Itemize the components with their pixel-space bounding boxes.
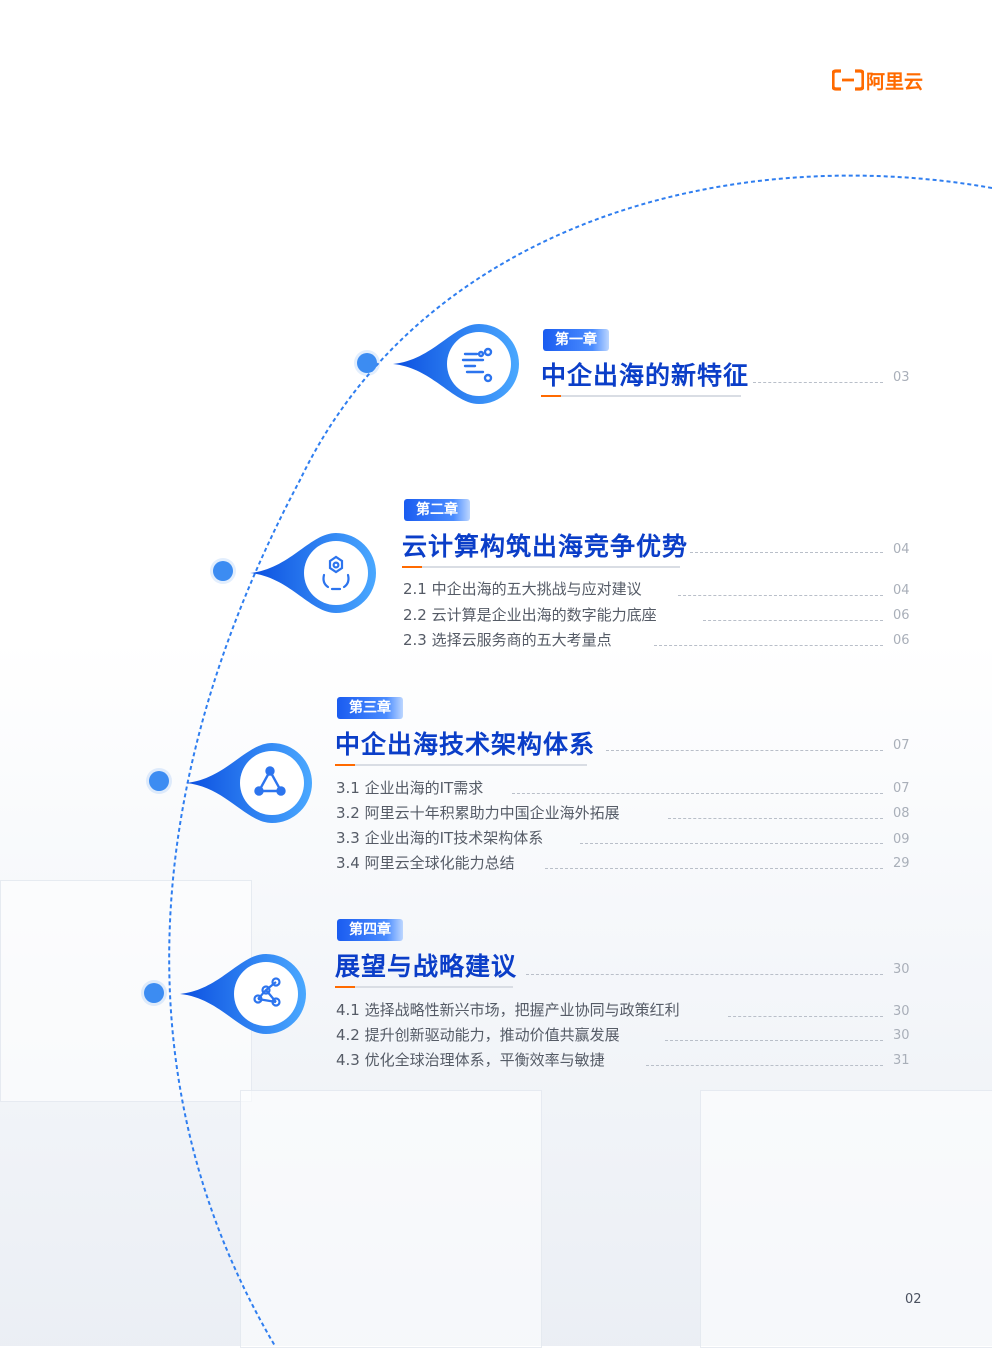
section-page: 30	[893, 1028, 910, 1043]
chapter-4-marker	[180, 954, 306, 1034]
timeline-node	[144, 983, 164, 1003]
timeline-node	[149, 771, 169, 791]
chapter-title[interactable]: 展望与战略建议	[335, 952, 518, 981]
section-item[interactable]: 4.1 选择战略性新兴市场，把握产业协同与政策红利	[336, 1001, 680, 1019]
underline-accent	[335, 986, 355, 988]
leader-dots	[690, 552, 883, 553]
section-item[interactable]: 2.2 云计算是企业出海的数字能力底座	[403, 606, 657, 624]
chapter-title-underline	[402, 566, 680, 568]
chapter-badge: 第一章	[543, 329, 609, 351]
recycle-gear-icon	[322, 555, 350, 591]
section-item[interactable]: 3.4 阿里云全球化能力总结	[336, 854, 515, 872]
section-item[interactable]: 3.2 阿里云十年积累助力中国企业海外拓展	[336, 804, 620, 822]
leader-dots	[646, 1065, 883, 1066]
timeline-node	[213, 561, 233, 581]
chapter-title[interactable]: 中企出海的新特征	[541, 361, 750, 390]
logo-text: 阿里云	[866, 70, 924, 93]
section-page: 30	[893, 1004, 910, 1019]
triangle-network-icon	[254, 766, 286, 796]
leader-dots	[703, 620, 883, 621]
chapter-page: 30	[893, 962, 910, 977]
section-page: 29	[893, 856, 910, 871]
aliyun-logo: 阿里云	[832, 66, 923, 94]
chapter-title-underline	[541, 395, 741, 397]
section-page: 06	[893, 633, 910, 648]
timeline-node	[357, 353, 377, 373]
chapter-badge: 第二章	[404, 499, 470, 521]
background-block	[700, 1090, 992, 1348]
leader-dots	[665, 1040, 883, 1041]
chapter-badge: 第三章	[337, 697, 403, 719]
chapter-title-underline	[335, 986, 513, 988]
section-page: 07	[893, 781, 910, 796]
leader-dots	[580, 843, 883, 844]
leader-dots	[526, 974, 883, 975]
chapter-page: 03	[893, 370, 910, 385]
section-item[interactable]: 4.3 优化全球治理体系，平衡效率与敏捷	[336, 1051, 605, 1069]
chapter-3-marker	[186, 743, 312, 823]
chapter-title-underline	[335, 764, 587, 766]
chapter-title[interactable]: 云计算构筑出海竞争优势	[402, 532, 689, 561]
section-item[interactable]: 4.2 提升创新驱动能力，推动价值共赢发展	[336, 1026, 620, 1044]
chapter-1-marker	[393, 324, 519, 404]
leader-dots	[545, 868, 883, 869]
leader-dots	[654, 645, 883, 646]
page-number: 02	[905, 1292, 922, 1307]
section-item[interactable]: 2.3 选择云服务商的五大考量点	[403, 631, 612, 649]
leader-dots	[678, 595, 883, 596]
section-item[interactable]: 3.3 企业出海的IT技术架构体系	[336, 829, 544, 847]
data-flow-icon	[461, 347, 493, 383]
section-page: 06	[893, 608, 910, 623]
underline-accent	[335, 764, 355, 766]
section-item[interactable]: 3.1 企业出海的IT需求	[336, 779, 484, 797]
leader-dots	[753, 382, 883, 383]
leader-dots	[668, 818, 883, 819]
underline-accent	[402, 566, 422, 568]
section-page: 08	[893, 806, 910, 821]
aliyun-logo-icon	[832, 69, 864, 91]
leader-dots	[512, 793, 883, 794]
underline-accent	[541, 395, 561, 397]
section-page: 09	[893, 832, 910, 847]
chapter-2-marker	[250, 533, 376, 613]
share-nodes-icon	[253, 977, 281, 1007]
section-page: 04	[893, 583, 910, 598]
leader-dots	[728, 1016, 883, 1017]
section-item[interactable]: 2.1 中企出海的五大挑战与应对建议	[403, 580, 642, 598]
chapter-page: 04	[893, 542, 910, 557]
leader-dots	[606, 750, 883, 751]
chapter-badge: 第四章	[337, 919, 403, 941]
chapter-page: 07	[893, 738, 910, 753]
section-page: 31	[893, 1053, 910, 1068]
chapter-title[interactable]: 中企出海技术架构体系	[335, 730, 596, 759]
